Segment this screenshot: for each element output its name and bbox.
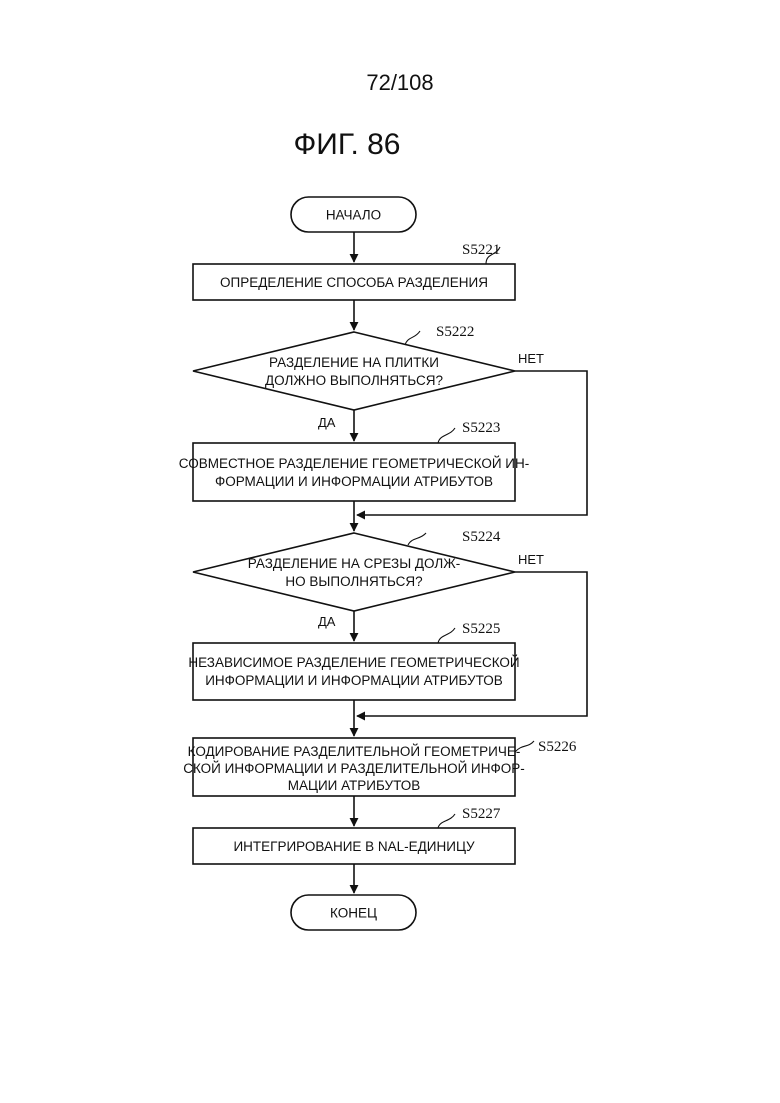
process-text-s5226-line3: МАЦИИ АТРИБУТОВ	[288, 778, 421, 793]
process-text-s5223-line2: ФОРМАЦИИ И ИНФОРМАЦИИ АТРИБУТОВ	[215, 474, 493, 489]
leader-s5224	[408, 533, 426, 545]
end-terminator: КОНЕЦ	[291, 895, 416, 930]
step-id-s5221: S5221	[462, 242, 500, 258]
start-label: НАЧАЛО	[326, 208, 381, 223]
process-box-s5223	[193, 443, 515, 501]
step-id-s5222: S5222	[436, 324, 474, 340]
step-id-s5224: S5224	[462, 529, 501, 545]
no-label-s5222: НЕТ	[518, 351, 544, 366]
step-s5222: РАЗДЕЛЕНИЕ НА ПЛИТКИ ДОЛЖНО ВЫПОЛНЯТЬСЯ?…	[193, 324, 544, 430]
decision-diamond-s5222	[193, 332, 515, 410]
step-id-s5225: S5225	[462, 621, 500, 637]
leader-s5223	[438, 428, 455, 443]
process-box-s5225	[193, 643, 515, 700]
process-text-s5221: ОПРЕДЕЛЕНИЕ СПОСОБА РАЗДЕЛЕНИЯ	[220, 275, 488, 290]
yes-label-s5222: ДА	[318, 415, 336, 430]
process-text-s5226-line1: КОДИРОВАНИЕ РАЗДЕЛИТЕЛЬНОЙ ГЕОМЕТРИЧЕ-	[188, 744, 521, 759]
step-s5224: РАЗДЕЛЕНИЕ НА СРЕЗЫ ДОЛЖ- НО ВЫПОЛНЯТЬСЯ…	[193, 529, 544, 629]
decision-text-s5224-line2: НО ВЫПОЛНЯТЬСЯ?	[285, 574, 422, 589]
step-id-s5226: S5226	[538, 739, 577, 755]
decision-text-s5222-line1: РАЗДЕЛЕНИЕ НА ПЛИТКИ	[269, 355, 439, 370]
yes-label-s5224: ДА	[318, 614, 336, 629]
step-s5226: КОДИРОВАНИЕ РАЗДЕЛИТЕЛЬНОЙ ГЕОМЕТРИЧЕ- С…	[183, 738, 577, 796]
process-text-s5225-line1: НЕЗАВИСИМОЕ РАЗДЕЛЕНИЕ ГЕОМЕТРИЧЕСКОЙ	[188, 655, 519, 670]
step-id-s5227: S5227	[462, 806, 501, 822]
process-text-s5226-line2: СКОЙ ИНФОРМАЦИИ И РАЗДЕЛИТЕЛЬНОЙ ИНФОР-	[183, 761, 525, 776]
no-label-s5224: НЕТ	[518, 552, 544, 567]
decision-text-s5224-line1: РАЗДЕЛЕНИЕ НА СРЕЗЫ ДОЛЖ-	[248, 556, 460, 571]
process-text-s5223-line1: СОВМЕСТНОЕ РАЗДЕЛЕНИЕ ГЕОМЕТРИЧЕСКОЙ ИН-	[179, 456, 529, 471]
start-terminator: НАЧАЛО	[291, 197, 416, 232]
step-id-s5223: S5223	[462, 420, 500, 436]
decision-text-s5222-line2: ДОЛЖНО ВЫПОЛНЯТЬСЯ?	[265, 373, 443, 388]
leader-s5225	[438, 628, 455, 643]
process-text-s5227: ИНТЕГРИРОВАНИЕ В NAL-ЕДИНИЦУ	[233, 839, 474, 854]
leader-s5222	[405, 331, 420, 345]
end-label: КОНЕЦ	[330, 906, 377, 921]
leader-s5227	[438, 814, 455, 828]
process-text-s5225-line2: ИНФОРМАЦИИ И ИНФОРМАЦИИ АТРИБУТОВ	[205, 673, 503, 688]
